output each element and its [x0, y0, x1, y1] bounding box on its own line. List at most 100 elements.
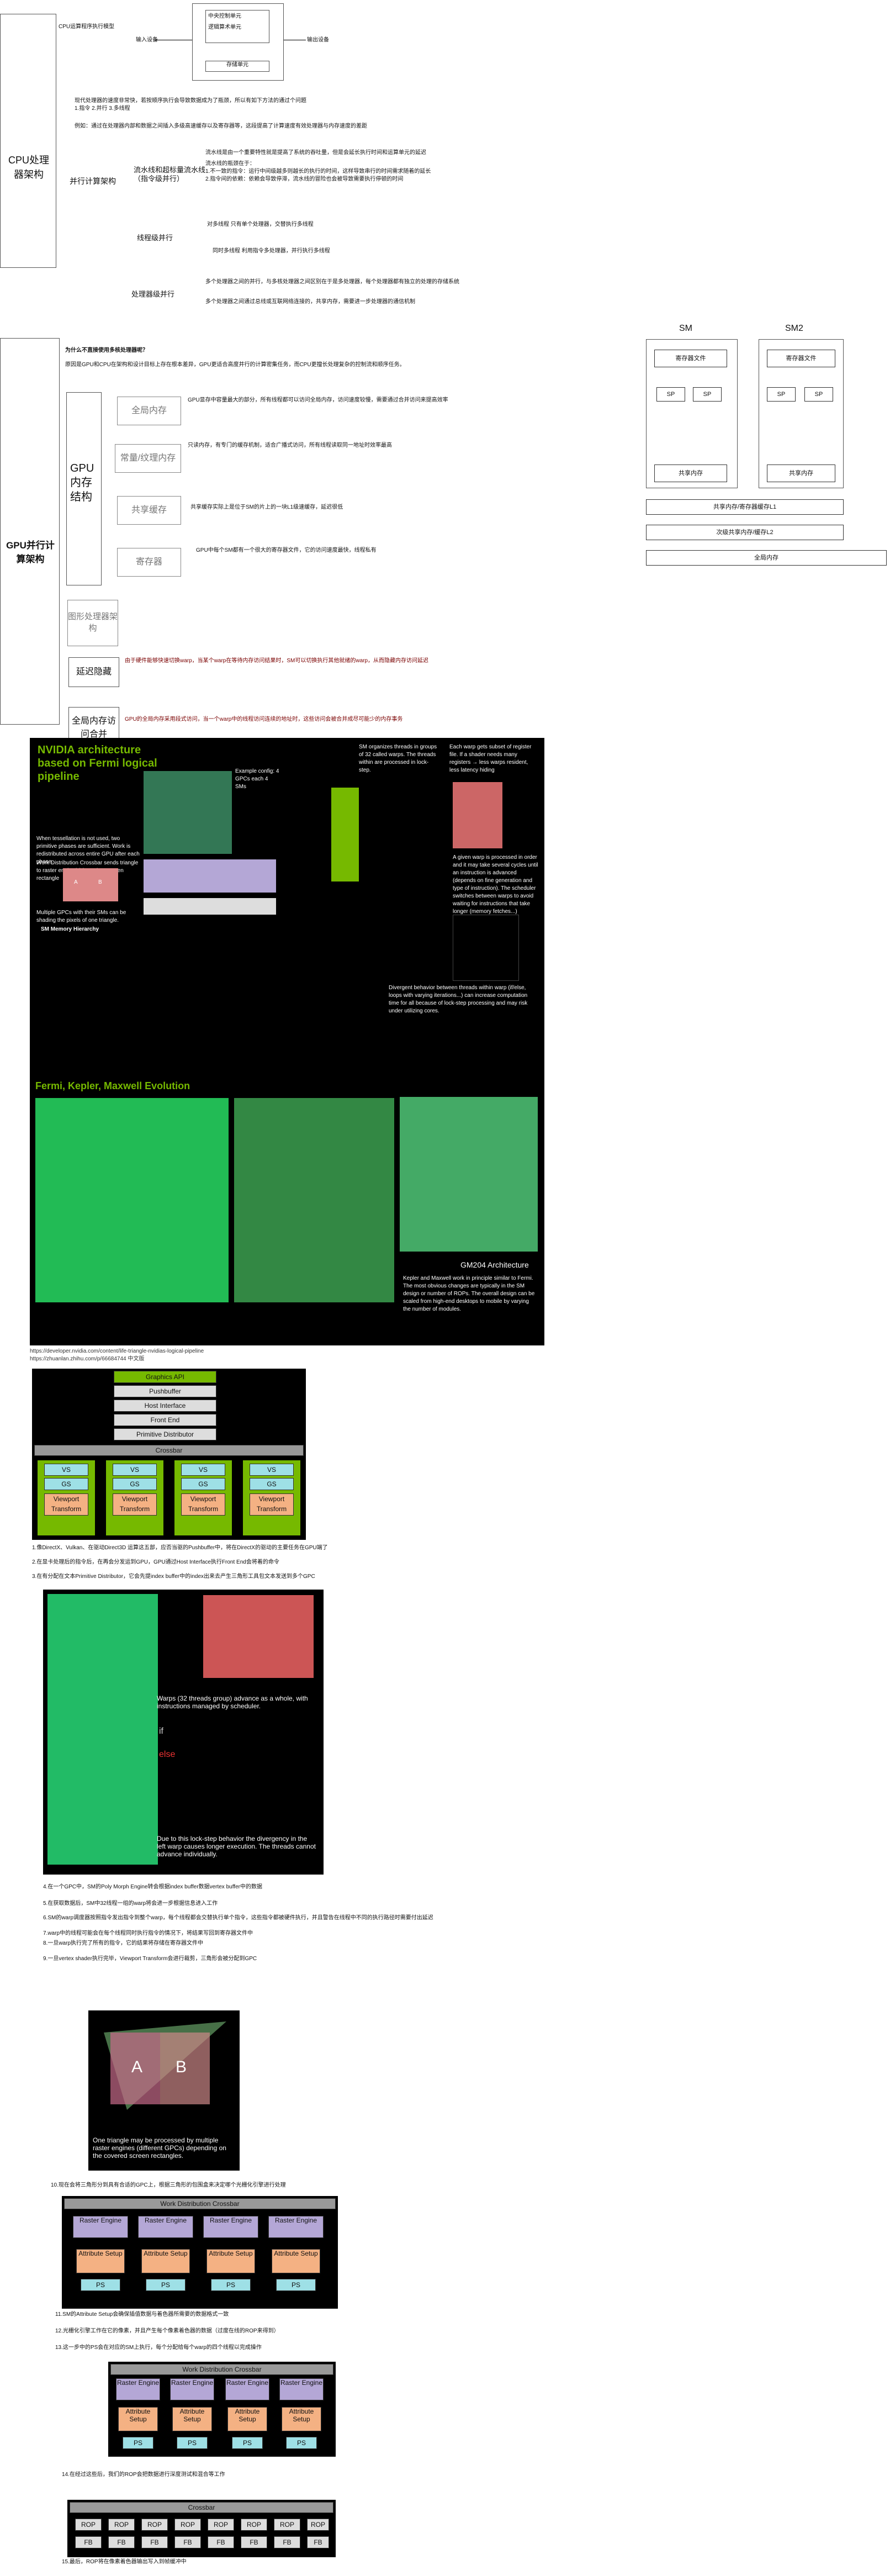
r1-raster-3: Raster Engine [203, 2216, 258, 2238]
stk-gs-4: GS [250, 1478, 294, 1490]
gpu-question-ans: 原因是GPU和CPU在架构和设计目标上存在根本差异，GPU更适合高度并行的计算密… [65, 362, 405, 368]
stk-viewport-1: Viewport Transform [44, 1493, 88, 1516]
reg-desc: GPU中每个SM都有一个很大的寄存器文件，它的访问速度最快，线程私有 [196, 547, 377, 553]
step-14: 14.在经过这些后，我们的ROP会把数据进行深度测试和混合等工作 [62, 2472, 225, 2478]
step-1: 1.像DirectX、Vulkan、在驱动Direct3D 运算这五部，应否当驱… [32, 1545, 328, 1551]
stk-prim-dist: Primitive Distributor [114, 1428, 216, 1440]
global-mem-desc: GPU显存中容量最大的部分，所有线程都可以访问全局内存，访问速度较慢，需要通过合… [188, 397, 448, 403]
nv-note4: SM organizes threads in groups of 32 cal… [359, 744, 437, 773]
triangle-svg [104, 2021, 226, 2110]
mini-b: B [98, 879, 102, 885]
maxwell-die [400, 1097, 538, 1252]
cpu-intro2: 1.指令 2.并行 3.多线程 [75, 105, 130, 112]
stk-vs-4: VS [250, 1464, 294, 1476]
rop-2: ROP [108, 2519, 135, 2531]
global-mem-box: 全局内存 [117, 397, 181, 425]
stk-gs-1: GS [44, 1478, 88, 1490]
r2-ps-1: PS [123, 2437, 153, 2449]
gpc-block [144, 771, 232, 854]
r2-attr-1: Attribute Setup [118, 2407, 158, 2431]
rop-3: ROP [141, 2519, 168, 2531]
r1-ps-2: PS [146, 2279, 186, 2291]
pipe-desc2: 流水线的瓶颈在于： [205, 161, 255, 167]
sm-box: 寄存器文件 SP SP 共享内存 [646, 339, 738, 488]
r2-raster-1: Raster Engine [116, 2378, 160, 2400]
nv-note6: A given warp is processed in order and i… [453, 854, 538, 915]
cpu-intro: 现代处理器的速度非常快，若按顺序执行会导致数据成为了瓶颈，所以有如下方法的通过个… [75, 98, 306, 104]
coalesce-label: 全局内存访问合并 [71, 716, 116, 739]
warp-panel: Warps (32 threads group) advance as a wh… [43, 1590, 324, 1875]
sm2-shared: 共享内存 [767, 464, 835, 482]
global-mem-label: 全局内存 [131, 406, 167, 415]
r1-ps-4: PS [276, 2279, 316, 2291]
mem-label: 存储单元 [226, 62, 248, 68]
wdc-1: Work Distribution Crossbar [64, 2198, 336, 2209]
rop-6: ROP [241, 2519, 267, 2531]
r1-attr-3: Attribute Setup [206, 2249, 255, 2273]
raster-row [144, 859, 276, 893]
gm204-title: GM204 Architecture [460, 1260, 529, 1269]
sm2-regfile: 寄存器文件 [767, 350, 835, 367]
fb-4: FB [174, 2536, 201, 2548]
warp-sched-block [203, 1595, 314, 1678]
rop-8: ROP [307, 2519, 329, 2531]
step-11: 11.SM的Attribute Setup会确保插值数据与着色器所需要的数据格式… [55, 2311, 229, 2318]
r2-attr-3: Attribute Setup [227, 2407, 267, 2431]
graph-arch-label: 图形处理器架构 [68, 612, 118, 633]
source-link[interactable]: https://developer.nvidia.com/content/lif… [30, 1348, 204, 1354]
tl-desc1: 对多线程 只有单个处理器，交替执行多线程 [207, 221, 314, 228]
warps-note: Warps (32 threads group) advance as a wh… [157, 1695, 308, 1710]
proc-desc2: 多个处理器之间通过总线或互联网络连接的，共享内存，需要进一步处理器的通信机制 [205, 299, 415, 305]
r2-raster-3: Raster Engine [225, 2378, 269, 2400]
latency-desc: 由于硬件能够快速切换warp，当某个warp在等待内存访问结果时，SM可以切换执… [125, 658, 429, 664]
fb-1: FB [75, 2536, 102, 2548]
sm-sp2: SP [693, 387, 722, 402]
pipeline-title: 流水线和超标量流水线（指令级并行） [134, 166, 206, 183]
alu-label: 逻辑算术单元 [208, 24, 241, 30]
proc-desc: 多个处理器之间的并行，与多核处理器之间区别在于是多处理器，每个处理器都有独立的处… [205, 279, 459, 285]
sm2-sp1: SP [767, 387, 796, 402]
cpu-side-title: CPU处理器架构 [8, 155, 49, 180]
else-label: else [159, 1750, 176, 1759]
shared-mem-label: 共享缓存 [131, 505, 167, 515]
source-link-cn[interactable]: https://zhuanlan.zhihu.com/p/66684744 中文… [30, 1356, 145, 1362]
coalesce-desc: GPU的全局内存采用段式访问，当一个warp中的线程访问连续的地址时，这些访问会… [125, 716, 403, 722]
step-4: 4.在一个GPC中，SM的Poly Morph Engine转会根据index … [43, 1884, 262, 1890]
step-9: 9.一旦vertex shader执行完毕，Viewport Transform… [43, 1956, 257, 1962]
step-15: 15.最后，ROP将在像素着色器输出写入到帧缓冲中 [62, 2559, 187, 2565]
processor-title: 处理器级并行 [131, 290, 175, 298]
r2-ps-4: PS [286, 2437, 317, 2449]
latency-box: 延迟隐藏 [68, 657, 119, 687]
step-3: 3.在有分配在文本Primitive Distributor，它会先提index… [32, 1574, 315, 1580]
sm-shared: 共享内存 [654, 464, 727, 482]
raster-panel-1: Work Distribution Crossbar Raster Engine… [62, 2196, 338, 2309]
stk-gs-3: GS [181, 1478, 225, 1490]
step-5: 5.在获取数据后，SM中32线程一组的warp将会进一步根据信息进入工作 [43, 1901, 218, 1907]
fb-7: FB [274, 2536, 300, 2548]
input-device: 输入设备 [136, 37, 158, 43]
pipeline-panel: Graphics API Pushbuffer Host Interface F… [32, 1369, 306, 1540]
r1-ps-1: PS [81, 2279, 120, 2291]
nv-note8: Kepler and Maxwell work in principle sim… [403, 1275, 535, 1312]
r2-attr-2: Attribute Setup [172, 2407, 212, 2431]
tri-b: B [176, 2058, 187, 2076]
rop-4: ROP [174, 2519, 201, 2531]
cpu-model-title: CPU运算程序执行模型 [59, 24, 115, 30]
tex-mem-label: 常量/纹理内存 [120, 453, 176, 463]
shared-mem-desc: 共享缓存实际上是位于SM的片上的一块L1级速缓存，延迟很低 [190, 504, 343, 510]
tri-note: One triangle may be processed by multipl… [93, 2136, 226, 2160]
warp-sm-die [47, 1594, 158, 1865]
gmem-box: 全局内存 [646, 550, 887, 566]
nv-note3: Multiple GPCs with their SMs can be shad… [36, 910, 126, 923]
sm2-label: SM2 [785, 324, 803, 333]
stk-viewport-2: Viewport Transform [113, 1493, 157, 1516]
raster-panel-2: Work Distribution Crossbar Raster Engine… [108, 2362, 336, 2457]
reg-box: 寄存器 [117, 548, 181, 577]
triangle-panel: A B One triangle may be processed by mul… [88, 2010, 240, 2171]
fb-6: FB [241, 2536, 267, 2548]
reg-label: 寄存器 [135, 557, 162, 567]
r1-attr-4: Attribute Setup [272, 2249, 320, 2273]
mem-box: 存储单元 [205, 61, 269, 72]
sm-regfile: 寄存器文件 [654, 350, 727, 367]
thread-title: 线程级并行 [137, 234, 173, 242]
